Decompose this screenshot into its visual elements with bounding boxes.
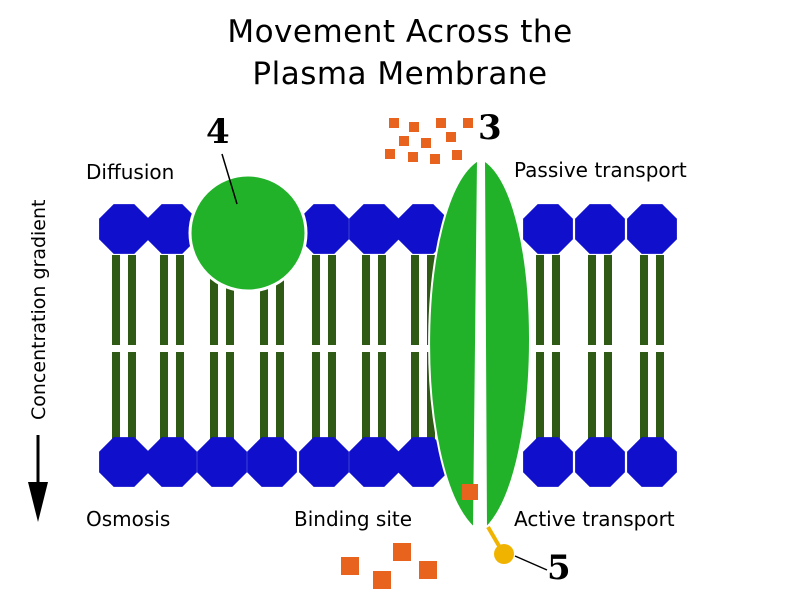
phospholipid-head-bottom xyxy=(349,437,399,487)
phospholipid-head-top xyxy=(147,204,197,254)
lipid-tail xyxy=(128,255,136,345)
solute-particles-top xyxy=(385,118,473,164)
lipid-tail xyxy=(328,255,336,345)
lipid-tail xyxy=(536,255,544,345)
phospholipid-head-bottom xyxy=(575,437,625,487)
phospholipid-head-bottom xyxy=(299,437,349,487)
number-4-label: 4 xyxy=(206,112,230,152)
lipid-tail xyxy=(260,255,268,345)
diffusion-label: Diffusion xyxy=(86,160,175,184)
lipid-tail xyxy=(640,352,648,440)
lipid-tail xyxy=(552,352,560,440)
phospholipid-head-bottom xyxy=(398,437,448,487)
osmosis-label: Osmosis xyxy=(86,507,171,531)
lipid-tail xyxy=(656,255,664,345)
lipid-tail xyxy=(276,255,284,345)
lipid-tail xyxy=(328,352,336,440)
lipid-tail xyxy=(640,255,648,345)
lipid-tail xyxy=(160,352,168,440)
binding-site-label: Binding site xyxy=(294,507,413,531)
binding-site-square xyxy=(462,484,478,500)
lipid-tail xyxy=(411,352,419,440)
lipid-tail xyxy=(210,352,218,440)
lipid-tail xyxy=(362,255,370,345)
concentration-gradient-label: Concentration gradient xyxy=(28,199,50,421)
lipid-tail xyxy=(112,255,120,345)
lipid-tail xyxy=(604,255,612,345)
lipid-tail xyxy=(226,352,234,440)
phospholipid-head-bottom xyxy=(99,437,149,487)
phospholipid-head-top xyxy=(99,204,149,254)
phospholipid-head-bottom xyxy=(147,437,197,487)
pointer-line-5 xyxy=(514,555,548,571)
lipid-tail xyxy=(588,255,596,345)
lipid-tail xyxy=(210,255,218,345)
lipid-tail xyxy=(378,255,386,345)
concentration-gradient-arrow xyxy=(28,435,48,522)
lipid-tail xyxy=(656,352,664,440)
lipid-tails xyxy=(112,255,664,440)
diagram-title-line-1: Movement Across the xyxy=(227,14,573,50)
lipid-tail xyxy=(128,352,136,440)
phospholipid-head-bottom xyxy=(197,437,247,487)
lipid-tail xyxy=(552,255,560,345)
lipid-tail xyxy=(604,352,612,440)
lipid-tail xyxy=(112,352,120,440)
passive-transport-label: Passive transport xyxy=(514,158,687,182)
lipid-tail xyxy=(312,352,320,440)
phospholipid-heads-top xyxy=(99,204,677,254)
lipid-tail xyxy=(260,352,268,440)
solute-particles-bottom xyxy=(341,543,437,589)
phospholipid-head-top xyxy=(627,204,677,254)
pointer-line-4 xyxy=(221,153,238,205)
phospholipid-head-top xyxy=(299,204,349,254)
active-transport-label: Active transport xyxy=(514,507,675,531)
lipid-tail xyxy=(176,255,184,345)
lipid-tail xyxy=(160,255,168,345)
lipid-tail xyxy=(588,352,596,440)
phospholipid-head-bottom xyxy=(523,437,573,487)
phospholipid-head-bottom xyxy=(247,437,297,487)
phospholipid-heads-bottom xyxy=(99,437,677,487)
diffusion-vesicle xyxy=(188,173,308,293)
phospholipid-head-top xyxy=(398,204,448,254)
number-5-label: 5 xyxy=(547,548,571,588)
lipid-tail xyxy=(411,255,419,345)
number-3-label: 3 xyxy=(478,108,502,148)
lipid-tail xyxy=(276,352,284,440)
lipid-tail xyxy=(536,352,544,440)
lipid-tail xyxy=(378,352,386,440)
channel-protein xyxy=(428,155,531,532)
carrier-molecule xyxy=(486,525,514,564)
phospholipid-head-top xyxy=(523,204,573,254)
lipid-tail xyxy=(362,352,370,440)
lipid-tail xyxy=(312,255,320,345)
lipid-tail xyxy=(176,352,184,440)
lipid-tail xyxy=(226,255,234,345)
phospholipid-head-top xyxy=(575,204,625,254)
phospholipid-head-bottom xyxy=(627,437,677,487)
diagram-title-line-2: Plasma Membrane xyxy=(252,56,548,92)
phospholipid-head-top xyxy=(349,204,399,254)
